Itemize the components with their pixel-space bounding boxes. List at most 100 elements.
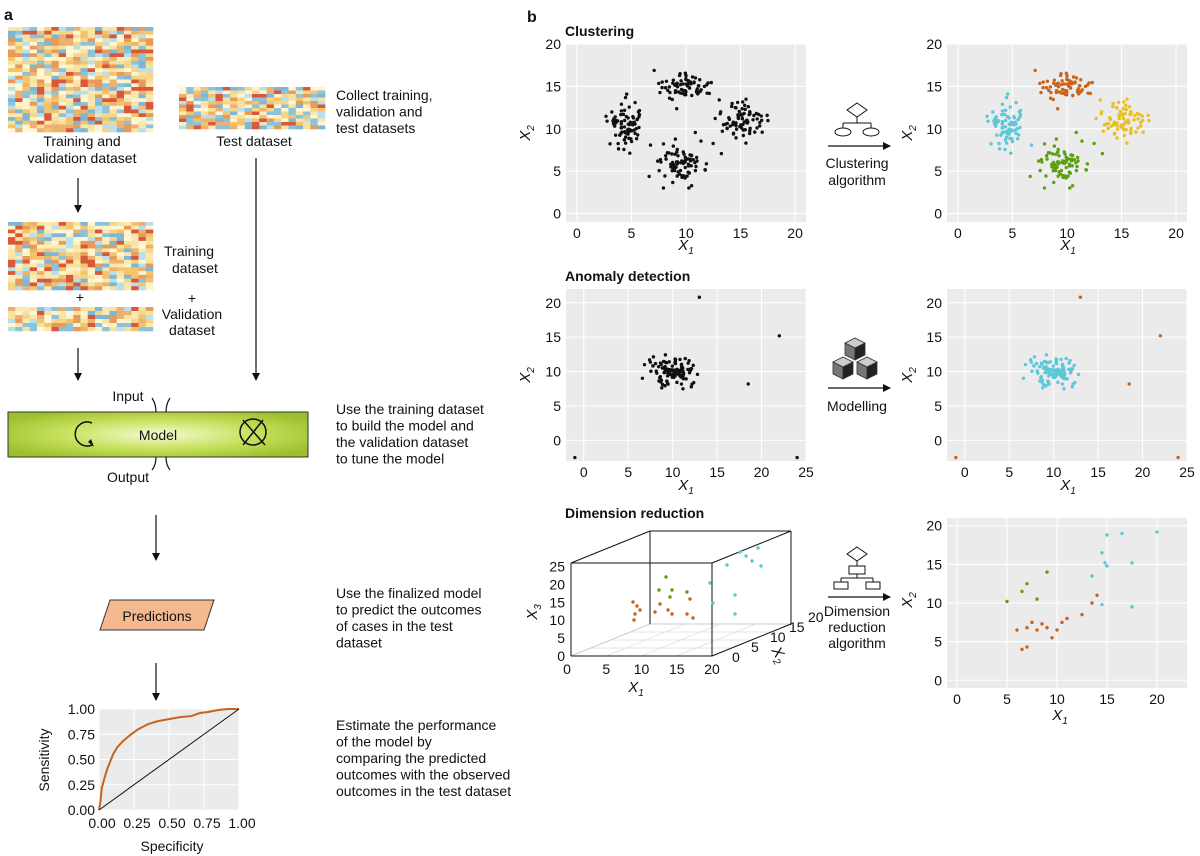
heatmap-cell [288, 97, 297, 102]
data-point [1044, 353, 1049, 357]
heatmap-cell [131, 102, 139, 107]
heatmap-cell [22, 259, 31, 264]
heatmap-cell [116, 34, 125, 39]
data-point [1124, 107, 1128, 112]
data-point [1004, 95, 1009, 100]
heatmap-cell [131, 311, 139, 316]
heatmap-cell [22, 233, 31, 238]
data-point [684, 157, 689, 161]
heatmap-cell [179, 97, 187, 102]
heatmap-cell [37, 120, 45, 125]
heatmap-cell [15, 323, 23, 328]
heatmap-cell [51, 267, 60, 272]
heatmap-cell [22, 45, 31, 50]
data-point [682, 152, 686, 156]
data-point [638, 608, 642, 612]
data-point [626, 127, 631, 131]
heatmap-cell [102, 105, 110, 110]
data-point [636, 110, 641, 114]
data-point [604, 114, 608, 119]
heatmap-cell [44, 53, 52, 58]
data-point [1065, 157, 1070, 161]
heatmap-cell [288, 108, 297, 112]
data-point [1032, 364, 1036, 368]
heatmap-cell [288, 125, 297, 130]
heatmap-cell [73, 222, 81, 227]
heatmap-cell [102, 240, 110, 245]
data-point [683, 71, 688, 75]
data-point [627, 129, 631, 134]
data-point [631, 116, 636, 120]
heatmap-cell [116, 75, 125, 80]
heatmap-cell [44, 237, 52, 242]
heatmap-cell [58, 53, 67, 58]
heatmap-cell [51, 307, 60, 312]
validation-label-1: Validation [162, 306, 222, 322]
data-point [1106, 121, 1111, 126]
heatmap-cell [193, 101, 202, 105]
heatmap-cell [95, 68, 103, 73]
heatmap-cell [95, 98, 103, 103]
data-point [693, 76, 698, 80]
heatmap-cell [102, 109, 110, 114]
data-point [635, 604, 639, 608]
heatmap-cell [73, 102, 81, 107]
heatmap-cell [22, 307, 31, 312]
heatmap-cell [138, 274, 147, 279]
data-point [1071, 75, 1076, 79]
heatmap-cell [29, 240, 38, 245]
heatmap-cell [95, 27, 103, 32]
data-point [1087, 81, 1091, 85]
heatmap-cell [73, 315, 81, 320]
heatmap-cell [87, 102, 96, 107]
data-point [1055, 628, 1059, 632]
refresh-icon [74, 421, 94, 447]
data-point [611, 119, 615, 123]
heatmap-cell [15, 286, 23, 291]
heatmap-cell [29, 64, 38, 69]
heatmap-cell [80, 311, 89, 316]
heatmap-cell [58, 244, 67, 249]
heatmap-cell [87, 256, 96, 261]
heatmap-cell [15, 105, 23, 110]
heatmap-cell [15, 237, 23, 242]
heatmap-cell [131, 240, 139, 245]
data-point [1042, 186, 1047, 190]
heatmap-cell [44, 79, 52, 84]
x-tick-label: 0.00 [88, 815, 115, 831]
data-point [1059, 357, 1063, 362]
heatmap-cell [208, 94, 216, 98]
data-point [1127, 104, 1132, 109]
heatmap-cell [138, 113, 147, 118]
heatmap-cell [66, 87, 74, 92]
heatmap-cell [29, 282, 38, 287]
data-point [734, 106, 738, 110]
heatmap-cell [102, 327, 110, 332]
heatmap-cell [124, 83, 132, 88]
data-point [627, 136, 631, 141]
data-point [1062, 82, 1066, 86]
data-point [1124, 128, 1128, 132]
y-tick-label: 15 [926, 78, 942, 94]
description-line: of the model by [336, 734, 432, 750]
data-point [1029, 360, 1034, 364]
heatmap-cell [58, 57, 67, 62]
data-point [1005, 599, 1009, 604]
data-point [1049, 90, 1053, 95]
data-point [709, 80, 713, 85]
heatmap-cell [131, 42, 139, 47]
data-point [1014, 100, 1018, 105]
heatmap-cell [145, 27, 154, 32]
heatmap-cell [131, 248, 139, 253]
data-point [631, 600, 635, 604]
heatmap-cell [58, 87, 67, 92]
heatmap-cell [66, 90, 74, 95]
heatmap-cell [66, 57, 74, 62]
data-point [640, 376, 645, 380]
data-point [622, 147, 626, 152]
heatmap-cell [51, 271, 60, 276]
input-label: Input [112, 388, 143, 404]
heatmap-cell [116, 256, 125, 261]
heatmap-cell [29, 60, 38, 65]
heatmap-cell [317, 97, 326, 102]
